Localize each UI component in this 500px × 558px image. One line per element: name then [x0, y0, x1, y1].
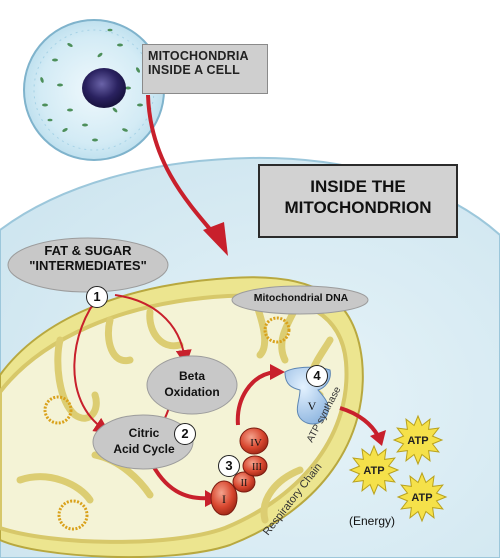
complex-III-label: III — [252, 462, 262, 473]
cell-mitochondria-dots — [40, 28, 143, 142]
mtdna-ellipse — [231, 285, 369, 315]
atp-label-2: ATP — [363, 465, 384, 477]
small-cell — [23, 19, 165, 161]
nucleus — [82, 68, 126, 108]
beta-oxidation-label: Beta Oxidation — [164, 369, 220, 399]
mtdna-rings — [43, 316, 291, 531]
mtdna-label: Mitochondrial DNA — [253, 292, 349, 304]
step-3-badge: 3 — [218, 455, 240, 477]
main-title: INSIDE THE MITOCHONDRION — [284, 177, 432, 218]
zoom-arrow — [146, 94, 217, 237]
atp-burst-1 — [392, 414, 444, 466]
citric-acid-label: Citric Acid Cycle — [113, 426, 175, 456]
atp-burst-2 — [348, 444, 400, 496]
mitochondrion — [0, 276, 364, 558]
complex-I-label: I — [222, 492, 226, 506]
complex-II — [232, 471, 256, 493]
complex-III — [242, 455, 268, 477]
complex-II-label: II — [241, 478, 248, 489]
step-4-badge: 4 — [306, 365, 328, 387]
zoom-arrow-head — [203, 222, 228, 256]
beta-ellipse — [146, 355, 238, 415]
atp-bursts: ATP ATP ATP — [348, 414, 448, 523]
cell-title-box — [142, 44, 268, 94]
complex-I — [210, 480, 238, 516]
atp-label-3: ATP — [411, 492, 432, 504]
energy-label: (Energy) — [348, 514, 395, 528]
citric-ellipse — [92, 414, 194, 470]
complex-IV-label: IV — [250, 437, 262, 449]
step-1-badge: 1 — [86, 286, 108, 308]
atp-burst-3 — [396, 471, 448, 523]
main-title-box — [258, 164, 458, 238]
synthase-to-atp-arrow — [339, 406, 380, 438]
complex-IV — [239, 427, 269, 455]
chain-to-synthase-arrow — [235, 370, 276, 426]
cell-title: MITOCHONDRIA INSIDE A CELL — [148, 49, 249, 78]
fat-sugar-label: FAT & SUGAR "INTERMEDIATES" — [29, 243, 147, 273]
complex-V-label: V — [308, 399, 317, 413]
respiratory-complexes: I II III IV — [210, 427, 269, 516]
step-2-badge: 2 — [174, 423, 196, 445]
atp-label-1: ATP — [407, 435, 428, 447]
